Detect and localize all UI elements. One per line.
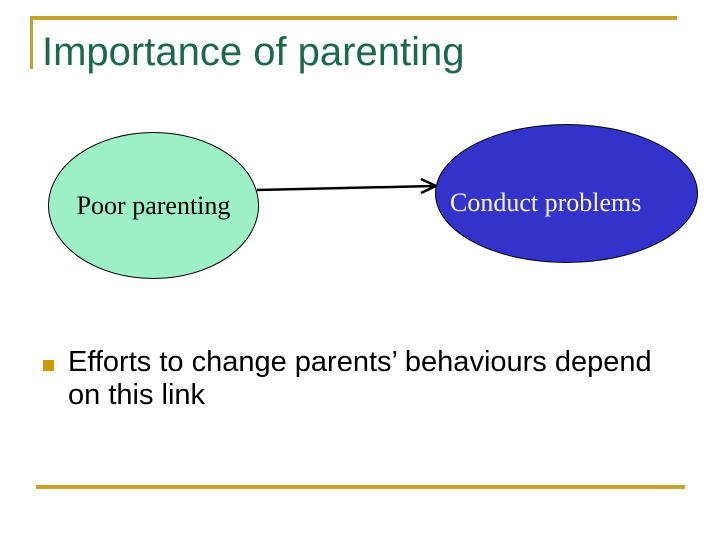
top-rule [30,16,677,20]
page-title: Importance of parenting [42,30,465,74]
bullet-square-icon [43,360,54,371]
bullet-text-line-1: Efforts to change parents’ behaviours de… [68,346,652,378]
title-accent-rule [30,16,33,69]
bullet-text-line-2: on this link [68,379,206,411]
node-poor-parenting: Poor parenting [48,132,259,279]
connector-arrow [256,177,439,195]
bullet-text: Efforts to change parents’ behaviours de… [68,346,652,412]
node-conduct-problems: Conduct problems [435,124,698,263]
node-poor-parenting-label: Poor parenting [76,190,231,220]
bottom-rule [36,485,685,489]
node-conduct-problems-label: Conduct problems [450,187,642,217]
